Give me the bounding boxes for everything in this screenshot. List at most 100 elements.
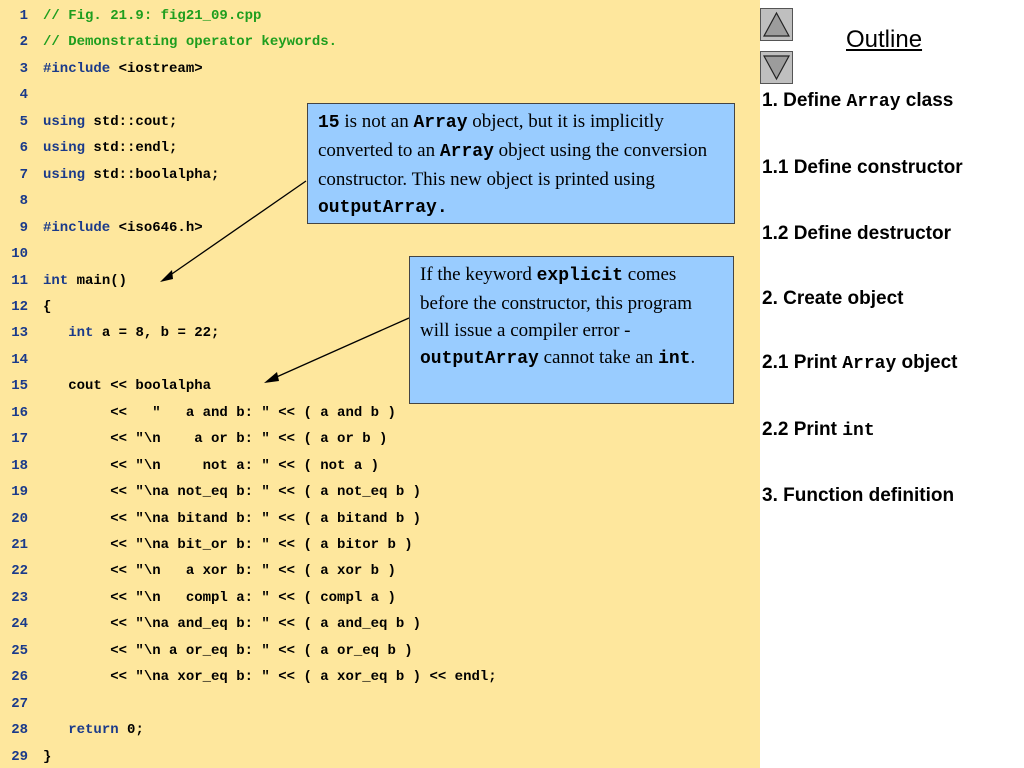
callout2-arrow <box>271 317 410 380</box>
code-token-plain: << " a and b: " << ( a and b ) <box>43 404 396 421</box>
callout1-arrowhead <box>160 270 173 282</box>
outline-item-suffix: class <box>900 90 954 111</box>
line-number: 17 <box>11 431 28 448</box>
line-number: 14 <box>11 351 28 368</box>
code-token-keyword: using <box>43 166 86 183</box>
code-line: << "\n a or_eq b: " << ( a or_eq b ) <box>43 643 412 659</box>
line-number: 12 <box>11 298 28 315</box>
outline-item[interactable]: 3. Function definition <box>762 485 954 507</box>
code-token-plain: << "\na bit_or b: " << ( a bitor b ) <box>43 537 413 553</box>
callout1-text-5: Array <box>439 142 494 162</box>
line-number: 24 <box>11 616 28 633</box>
code-token-plain: << "\na xor_eq b: " << ( a xor_eq b ) <<… <box>43 669 497 686</box>
code-line: << "\na bitand b: " << ( a bitand b ) <box>43 511 421 527</box>
callout-implicit-conversion: 15 is not an Array object, but it is imp… <box>307 103 735 224</box>
code-line: << "\n compl a: " << ( compl a ) <box>43 590 396 606</box>
callout2-text-1: If the keyword <box>420 264 537 285</box>
callout2-text-4: outputArray <box>420 349 539 369</box>
code-token-plain: main() <box>68 272 128 289</box>
code-token-plain: <iostream> <box>110 60 203 77</box>
line-number: 13 <box>11 325 28 342</box>
line-number: 15 <box>11 378 28 395</box>
triangle-up-icon <box>762 11 791 37</box>
code-token-keyword: using <box>43 140 86 157</box>
line-number: 9 <box>19 219 28 236</box>
callout1-text-7: outputArray. <box>318 198 448 218</box>
next-slide-button[interactable] <box>760 51 793 84</box>
callout1-text-6: object using the conversion constructor.… <box>318 140 708 190</box>
callout2-text-6: int <box>658 349 691 369</box>
code-line: { <box>43 299 51 315</box>
outline-item-code: int <box>842 421 875 441</box>
callout1-text-2: is not an <box>339 111 414 132</box>
line-number: 21 <box>11 537 28 553</box>
code-line: << "\na not_eq b: " << ( a not_eq b ) <box>43 484 421 500</box>
outline-item[interactable]: 2.2 Print int <box>762 419 875 441</box>
line-number: 1 <box>19 8 28 24</box>
code-token-plain: cout << boolalpha <box>43 378 212 395</box>
code-line: int main() <box>43 273 127 289</box>
callout1-text-4: object, but it is implicitly converted t… <box>318 111 664 161</box>
code-token-plain: << "\na not_eq b: " << ( a not_eq b ) <box>43 484 422 501</box>
code-token-plain: << "\na bitand b: " << ( a bitand b ) <box>43 510 422 527</box>
outline-item[interactable]: 1. Define Array class <box>762 90 953 112</box>
code-line: using std::cout; <box>43 114 177 130</box>
outline-item-code: Array <box>842 354 897 374</box>
code-token-keyword: int <box>43 272 69 289</box>
code-token-plain: << "\n a or b: " << ( a or b ) <box>43 431 388 448</box>
code-line: << " a and b: " << ( a and b ) <box>43 405 396 421</box>
code-token-plain: << "\na and_eq b: " << ( a and_eq b ) <box>43 616 422 633</box>
line-number: 25 <box>11 642 28 659</box>
line-number: 22 <box>11 563 28 580</box>
line-number: 6 <box>19 140 28 157</box>
code-token-keyword: return <box>68 722 119 739</box>
outline-item-label: 2.2 Print <box>762 419 843 440</box>
outline-title[interactable]: Outline <box>846 26 923 53</box>
line-number: 20 <box>11 510 28 527</box>
outline-item[interactable]: 1.1 Define constructor <box>762 157 963 179</box>
previous-slide-button[interactable] <box>760 8 793 41</box>
line-number: 10 <box>11 246 28 263</box>
outline-item-label: 1.2 Define destructor <box>762 223 951 244</box>
code-token-plain: << "\n a xor b: " << ( a xor b ) <box>43 563 396 580</box>
line-number: 5 <box>19 113 28 130</box>
code-token-plain: 0; <box>118 722 144 739</box>
code-line: << "\n a or b: " << ( a or b ) <box>43 431 387 447</box>
line-number: 11 <box>11 272 28 289</box>
line-number: 23 <box>11 589 28 606</box>
callout2-text-2: explicit <box>536 266 624 286</box>
line-number: 19 <box>11 484 28 501</box>
code-token-plain: << "\n compl a: " << ( compl a ) <box>43 589 396 606</box>
callout1-text-1: 15 <box>318 113 340 133</box>
line-number: 3 <box>19 60 28 77</box>
outline-item-label: 1.1 Define constructor <box>762 157 963 178</box>
code-line: << "\na xor_eq b: " << ( a xor_eq b ) <<… <box>43 669 497 686</box>
outline-item-label: 3. Function definition <box>762 485 955 506</box>
code-line: using std::endl; <box>43 140 177 156</box>
callout2-text-5: cannot take an <box>538 347 659 368</box>
outline-item-label: 1. Define <box>762 90 847 111</box>
triangle-down-icon <box>762 55 791 81</box>
line-number: 16 <box>11 404 28 421</box>
outline-item[interactable]: 2.1 Print Array object <box>762 352 958 374</box>
outline-item[interactable]: 2. Create object <box>762 288 904 310</box>
code-line: // Demonstrating operator keywords. <box>43 34 337 50</box>
code-line: int a = 8, b = 22; <box>43 325 219 341</box>
code-token-plain: a = 8, b = 22; <box>93 325 220 342</box>
code-token-keyword: int <box>68 325 94 342</box>
code-token-plain: std::cout; <box>85 113 178 130</box>
line-number: 8 <box>19 193 28 210</box>
code-line: #include <iso646.h> <box>43 220 203 236</box>
line-number: 2 <box>19 34 28 51</box>
code-token-preproc: #include <box>43 60 111 77</box>
callout-arrows <box>160 180 410 383</box>
outline-item[interactable]: 1.2 Define destructor <box>762 223 951 245</box>
code-line: << "\na bit_or b: " << ( a bitor b ) <box>43 537 413 553</box>
code-line: #include <iostream> <box>43 61 203 77</box>
code-token-preproc: #include <box>43 219 111 236</box>
code-line: // Fig. 21.9: fig21_09.cpp <box>43 8 261 24</box>
callout2-text-7: . <box>690 347 696 368</box>
code-token-plain: std::boolalpha; <box>85 166 220 183</box>
code-token-plain: } <box>43 748 52 765</box>
outline-item-suffix: object <box>896 352 958 373</box>
